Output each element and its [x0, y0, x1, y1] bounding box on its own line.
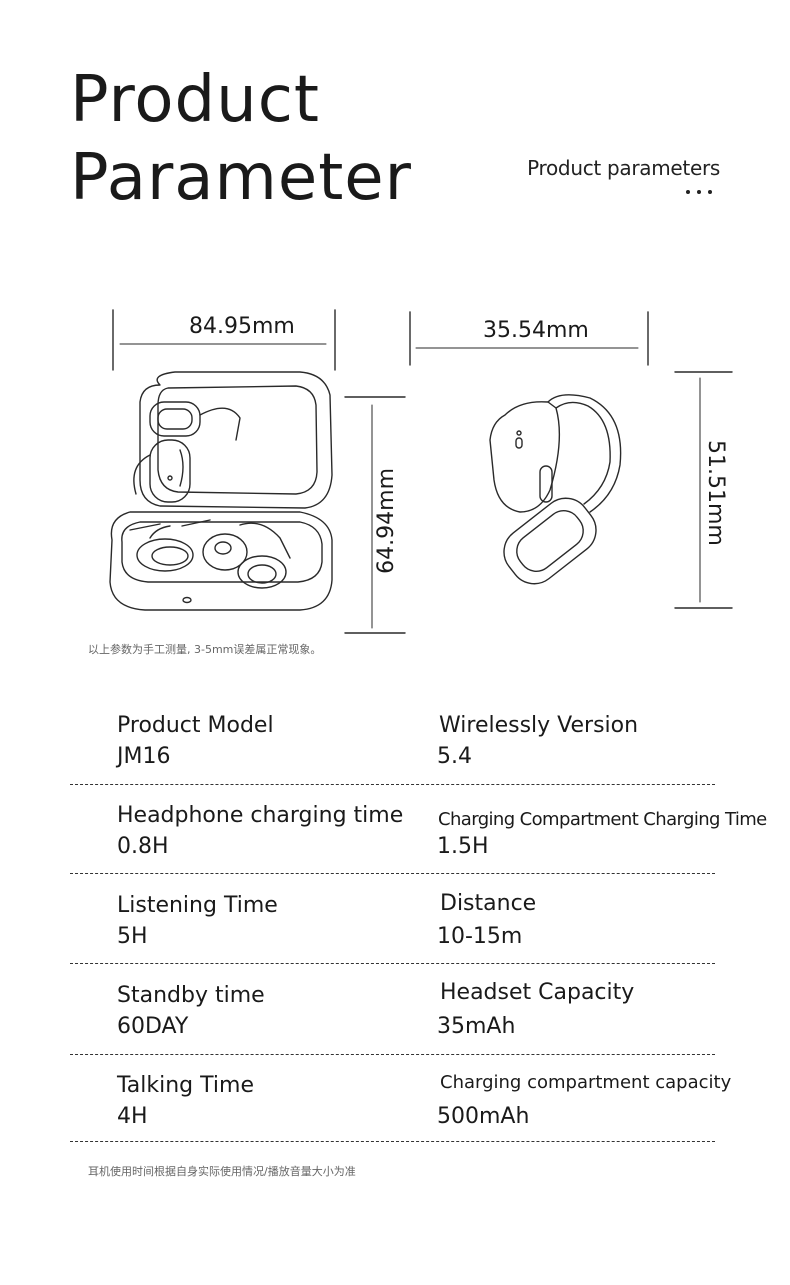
earbud-height-measure [674, 371, 733, 609]
charging-case-drawing [109, 371, 333, 611]
spec-label: Distance [440, 891, 537, 916]
earbud-drawing [489, 394, 622, 585]
row-divider [70, 1054, 715, 1055]
spec-value: 500mAh [437, 1104, 530, 1129]
spec-value: 5.4 [437, 744, 472, 769]
spec-label: Wirelessly Version [439, 713, 639, 738]
earbud-height-label: 51.51mm [703, 440, 728, 546]
spec-label: Charging compartment capacity [440, 1072, 732, 1093]
spec-label: Standby time [117, 983, 265, 1008]
spec-value: 4H [117, 1104, 148, 1129]
earbud-width-measure [409, 311, 649, 366]
product-dimension-illustration [109, 309, 733, 634]
measurement-note: 以上参数为手工测量, 3-5mm误差属正常现象。 [88, 643, 322, 656]
page-title-line-2: Parameter [70, 141, 412, 215]
row-divider [70, 1141, 715, 1142]
case-width-measure [112, 309, 336, 371]
spec-value: 60DAY [117, 1014, 189, 1039]
earbud-width-label: 35.54mm [483, 318, 589, 343]
spec-label: Product Model [117, 713, 274, 738]
spec-label: Headset Capacity [440, 980, 635, 1005]
spec-value: 1.5H [437, 834, 489, 859]
spec-value: 10-15m [437, 924, 523, 949]
footer-note: 耳机使用时间根据自身实际使用情况/播放音量大小为准 [88, 1165, 356, 1178]
spec-label: Talking Time [117, 1073, 254, 1098]
page-title-line-1: Product [70, 63, 320, 137]
row-divider [70, 873, 715, 874]
case-width-label: 84.95mm [189, 314, 295, 339]
spec-value: 5H [117, 924, 148, 949]
spec-label: Listening Time [117, 893, 278, 918]
more-dots-icon [686, 190, 712, 194]
page-subtitle: Product parameters [527, 156, 720, 180]
case-height-measure [344, 396, 406, 634]
row-divider [70, 963, 715, 964]
case-height-label: 64.94mm [374, 468, 399, 574]
spec-value: JM16 [117, 744, 171, 769]
spec-label: Charging Compartment Charging Time [438, 809, 767, 830]
spec-value: 0.8H [117, 834, 169, 859]
row-divider [70, 784, 715, 785]
spec-label: Headphone charging time [117, 803, 404, 828]
spec-value: 35mAh [437, 1014, 516, 1039]
